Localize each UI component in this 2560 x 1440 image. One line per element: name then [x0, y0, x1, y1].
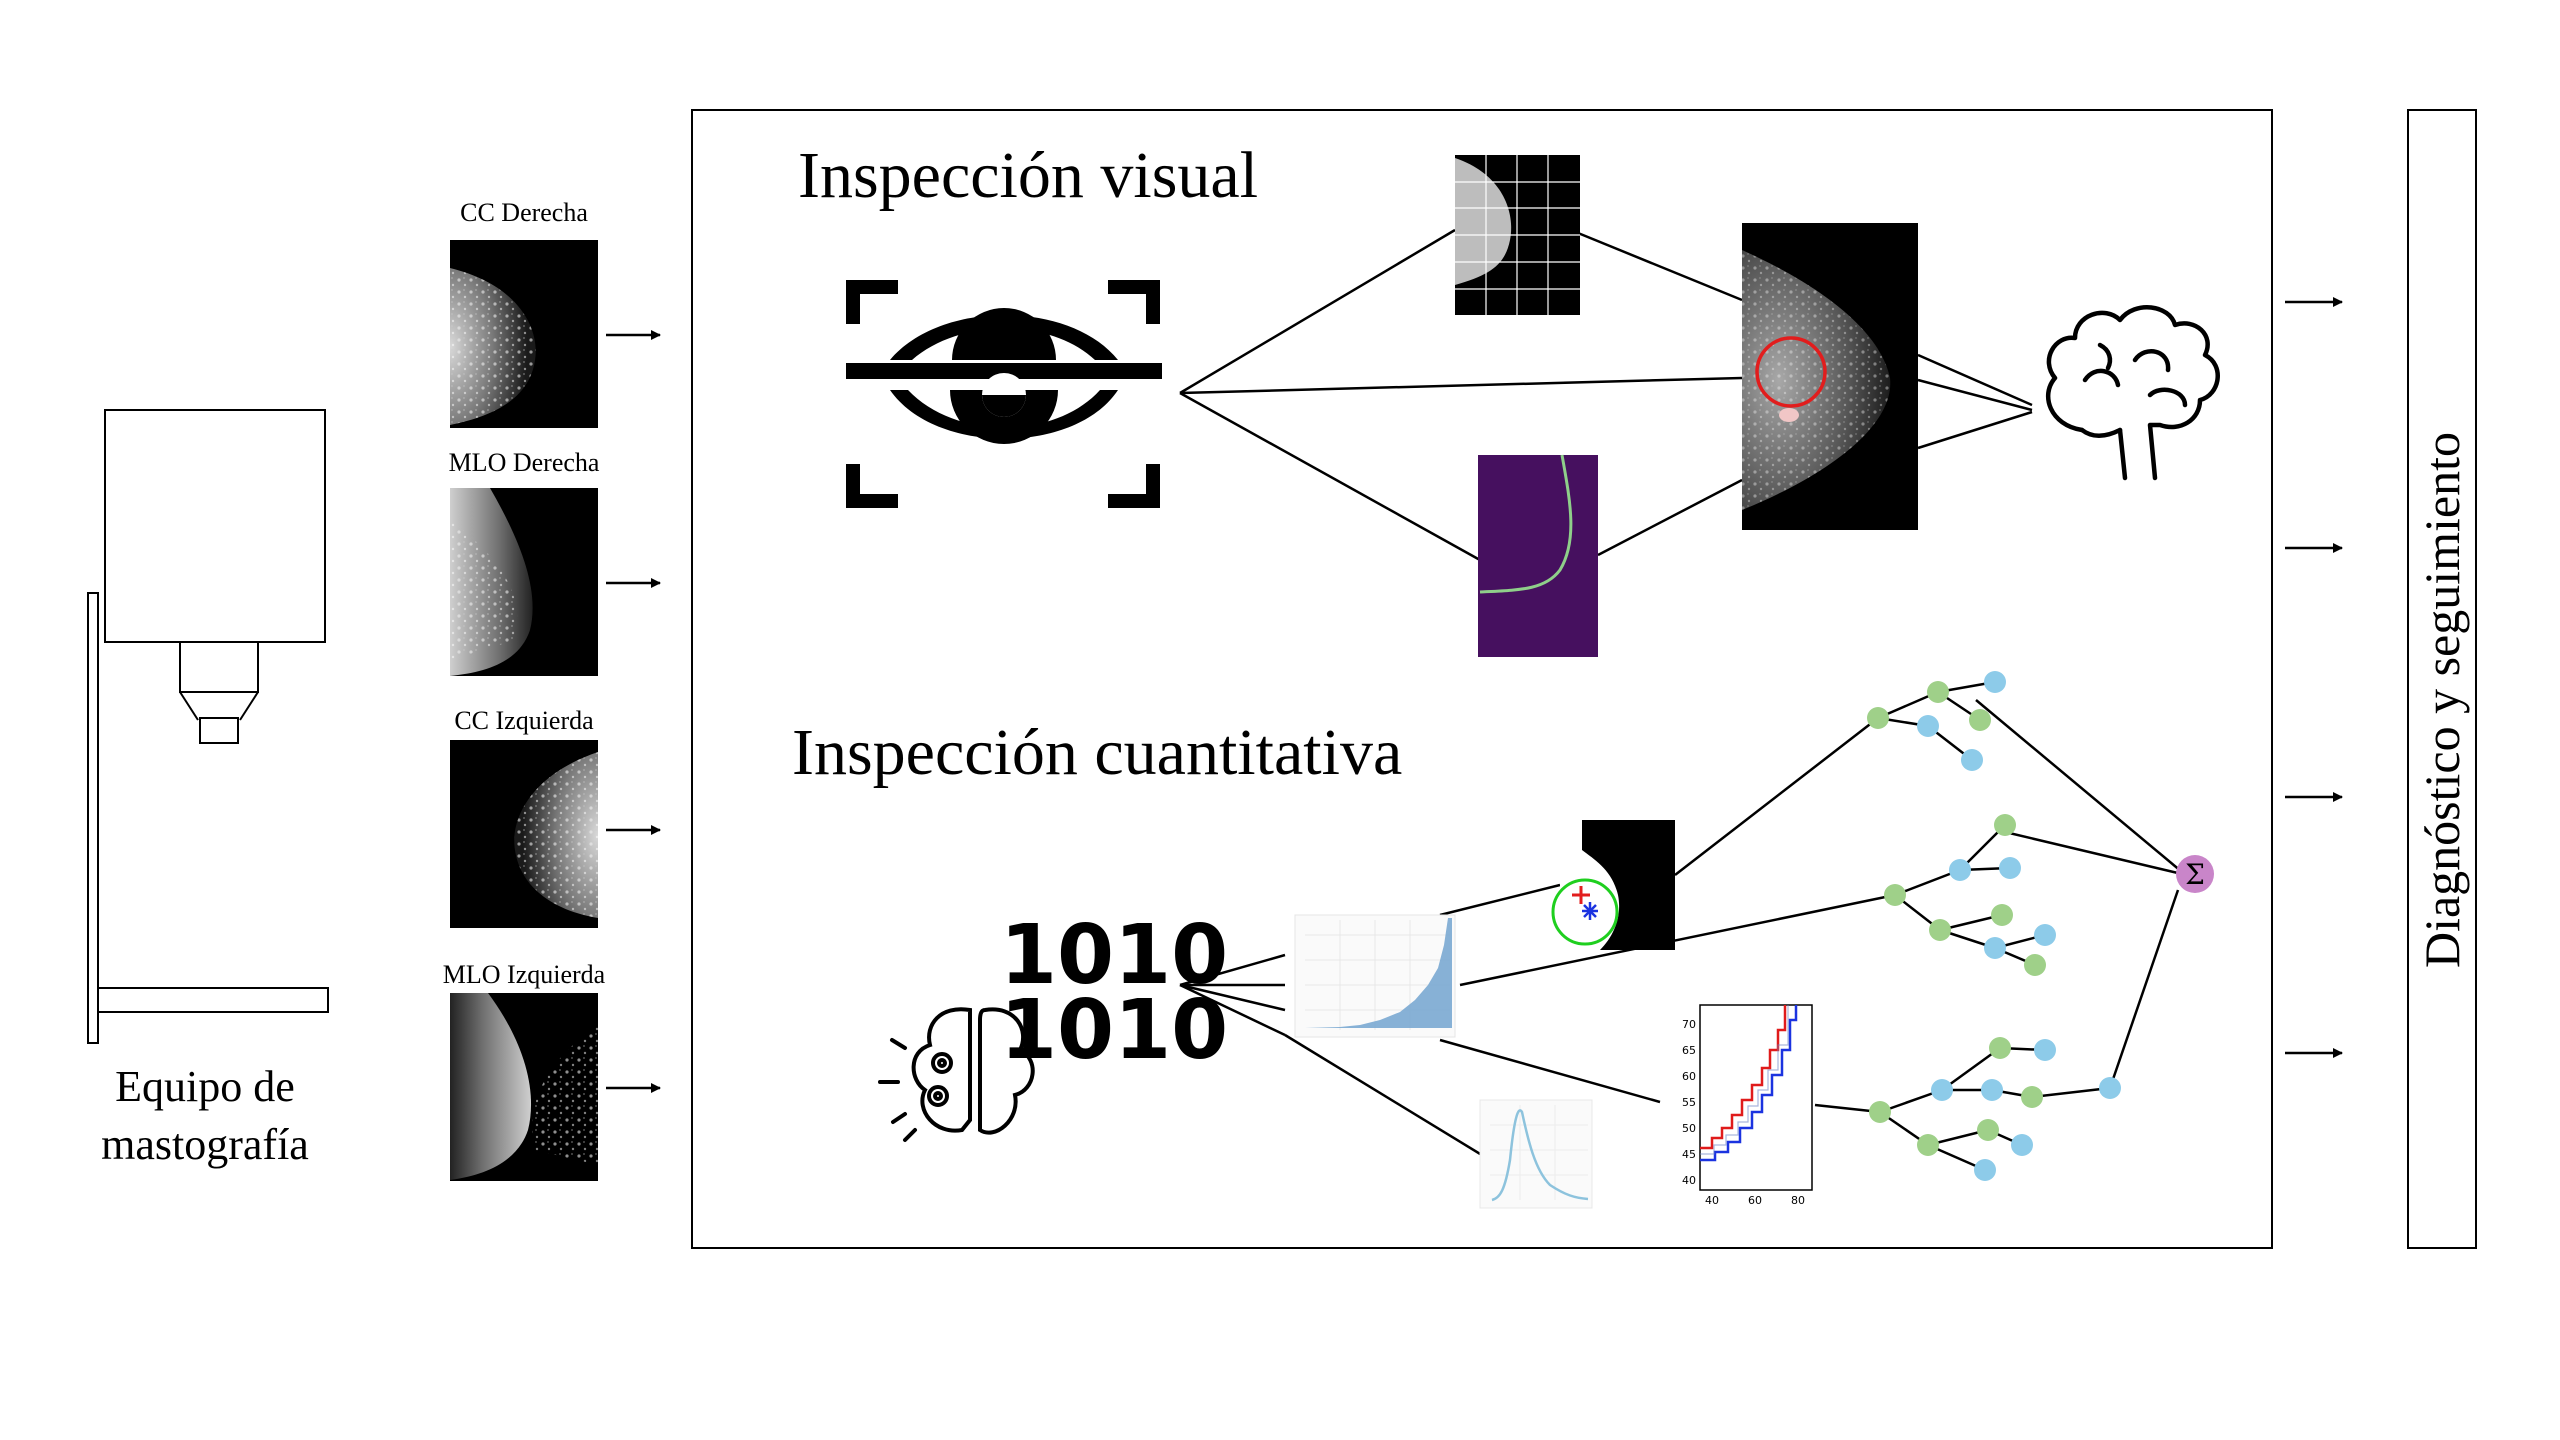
binary-line-2: 1010: [1000, 983, 1228, 1078]
y-tick: 55: [1682, 1096, 1696, 1109]
histogram-chart: [1294, 914, 1456, 1038]
quant-connector-lines: [1179, 699, 2183, 1162]
output-arrows: [2285, 297, 2343, 1058]
device-detector-plate: [97, 987, 329, 1013]
binary-code-icon: 1010 1010: [1000, 908, 1228, 1078]
y-tick: 40: [1682, 1174, 1696, 1187]
x-tick: 60: [1748, 1194, 1762, 1207]
view-label-cc-right: CC Derecha: [460, 198, 588, 227]
view-label-mlo-right: MLO Derecha: [448, 448, 600, 477]
annotated-mammogram-image: [1742, 223, 1918, 530]
y-tick: 45: [1682, 1148, 1696, 1161]
sum-symbol: Σ: [2185, 858, 2205, 891]
input-arrows: [606, 330, 661, 1093]
y-tick: 50: [1682, 1122, 1696, 1135]
decision-tree-3: [1869, 1037, 2121, 1181]
grid-mammogram-image: [1455, 155, 1580, 315]
decision-tree-2: [1884, 814, 2056, 976]
analysis-panel: [691, 109, 2273, 1249]
y-tick: 70: [1682, 1018, 1696, 1031]
brain-icon: [2045, 305, 2220, 481]
x-tick: 40: [1705, 1194, 1719, 1207]
brain-gears-icon: [878, 1007, 1035, 1142]
device-tube: [179, 641, 259, 693]
mammogram-mlo-left: [450, 993, 598, 1181]
y-tick: 65: [1682, 1044, 1696, 1057]
view-label-mlo-left: MLO Izquierda: [442, 960, 606, 989]
device-label-line-1: Equipo de: [115, 1062, 295, 1111]
view-label-cc-left: CC Izquierda: [454, 706, 594, 735]
mammography-device-icon: [87, 409, 329, 1044]
visual-inspection-title: Inspección visual: [798, 139, 1259, 212]
survival-step-chart: 70 65 60 55 50 45 40 40 60 80: [1682, 1004, 1813, 1207]
device-compression-paddle: [199, 717, 239, 744]
landmark-chart: [1551, 820, 1675, 950]
lesion-annotation-circle: [1755, 336, 1827, 408]
device-head: [104, 409, 326, 643]
mammogram-mlo-right: [450, 488, 598, 676]
segmentation-mask-image: [1478, 454, 1598, 657]
eye-scan-icon: [846, 280, 1162, 508]
output-label: Diagnóstico y seguimiento: [2414, 431, 2470, 969]
mammogram-cc-right: [450, 240, 598, 428]
density-chart: [1479, 1099, 1593, 1209]
visual-connector-lines: [1179, 228, 2033, 562]
device-column: [87, 592, 99, 1044]
quantitative-inspection-title: Inspección cuantitativa: [792, 716, 1403, 789]
decision-tree-1: [1867, 671, 2006, 771]
x-tick: 80: [1791, 1194, 1805, 1207]
mammogram-cc-left: [450, 740, 598, 928]
output-box: [2407, 109, 2477, 1249]
sum-icon: Σ: [2176, 855, 2214, 893]
y-tick: 60: [1682, 1070, 1696, 1083]
device-label-line-2: mastografía: [101, 1120, 309, 1169]
device-label: Equipo de mastografía: [101, 1058, 309, 1174]
